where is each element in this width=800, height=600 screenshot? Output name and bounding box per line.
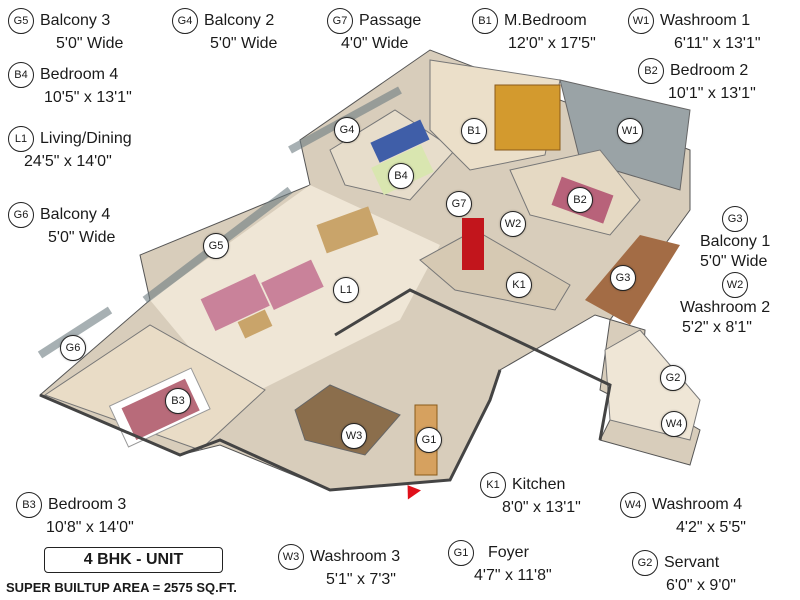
legend-name: Washroom 2: [680, 299, 771, 316]
marker-w3: W3: [341, 423, 367, 449]
legend-size: 8'0" x 13'1": [502, 499, 581, 516]
legend-name: Balcony 3: [40, 12, 111, 29]
marker-g2: G2: [660, 365, 686, 391]
legend-w2: W2 Washroom 2 5'2" x 8'1": [680, 272, 770, 338]
marker-w1: W1: [617, 118, 643, 144]
legend-name: Balcony 2: [204, 12, 275, 29]
badge-g7: G7: [327, 8, 353, 34]
legend-size: 10'8" x 14'0": [46, 519, 134, 536]
badge-k1: K1: [480, 472, 506, 498]
marker-b1: B1: [461, 118, 487, 144]
marker-g5: G5: [203, 233, 229, 259]
legend-name: Bedroom 4: [40, 66, 119, 83]
legend-name: Servant: [664, 554, 720, 571]
legend-size: 10'1" x 13'1": [668, 85, 756, 102]
marker-g4: G4: [334, 117, 360, 143]
marker-b2: B2: [567, 187, 593, 213]
legend-w3: W3 Washroom 3 5'1" x 7'3": [278, 544, 400, 590]
badge-b2: B2: [638, 58, 664, 84]
legend-size: 5'0" Wide: [210, 35, 278, 52]
sofa: [200, 273, 270, 331]
legend-size: 5'0" Wide: [48, 229, 116, 246]
badge-g5: G5: [8, 8, 34, 34]
marker-g1: G1: [416, 427, 442, 453]
legend-size: 5'1" x 7'3": [326, 571, 396, 588]
coffee-table: [237, 309, 273, 339]
legend-size: 24'5" x 14'0": [24, 153, 112, 170]
legend-name: Bedroom 2: [670, 62, 749, 79]
unit-type-label: 4 BHK - UNIT: [44, 547, 223, 573]
legend-name: Balcony 4: [40, 206, 111, 223]
marker-w4: W4: [661, 411, 687, 437]
legend-name: Living/Dining: [40, 130, 132, 147]
badge-g3: G3: [722, 206, 749, 232]
legend-g3: G3 Balcony 1 5'0" Wide: [700, 206, 770, 272]
badge-g4: G4: [172, 8, 198, 34]
legend-size: 5'0" Wide: [56, 35, 124, 52]
badge-g6: G6: [8, 202, 34, 228]
legend-size: 5'0" Wide: [700, 253, 768, 270]
legend-g2: G2 Servant 6'0" x 9'0": [632, 550, 736, 596]
legend-name: Washroom 4: [652, 496, 743, 513]
badge-g2: G2: [632, 550, 658, 576]
b4-wall: [370, 119, 430, 163]
badge-w2: W2: [722, 272, 749, 298]
badge-w1: W1: [628, 8, 654, 34]
legend-g6: G6 Balcony 4 5'0" Wide: [8, 202, 115, 248]
legend-name: Washroom 1: [660, 12, 751, 29]
legend-size: 4'2" x 5'5": [676, 519, 746, 536]
legend-b4: B4 Bedroom 4 10'5" x 13'1": [8, 62, 132, 108]
legend-g1: G1 Foyer 4'7" x 11'8": [448, 540, 552, 586]
legend-k1: K1 Kitchen 8'0" x 13'1": [480, 472, 581, 518]
badge-g1: G1: [448, 540, 474, 566]
legend-g7: G7 Passage 4'0" Wide: [327, 8, 421, 54]
marker-w2: W2: [500, 211, 526, 237]
legend-g5: G5 Balcony 3 5'0" Wide: [8, 8, 123, 54]
marker-k1: K1: [506, 272, 532, 298]
marker-g6: G6: [60, 335, 86, 361]
badge-b3: B3: [16, 492, 42, 518]
legend-b2: B2 Bedroom 2 10'1" x 13'1": [638, 58, 756, 104]
balcony-railing-g6: [37, 306, 113, 359]
legend-name: Washroom 3: [310, 548, 401, 565]
badge-l1: L1: [8, 126, 34, 152]
badge-b4: B4: [8, 62, 34, 88]
badge-w4: W4: [620, 492, 646, 518]
legend-name: M.Bedroom: [504, 12, 587, 29]
marker-l1: L1: [333, 277, 359, 303]
legend-size: 5'2" x 8'1": [682, 319, 752, 336]
legend-g4: G4 Balcony 2 5'0" Wide: [172, 8, 277, 54]
legend-w1: W1 Washroom 1 6'11" x 13'1": [628, 8, 761, 54]
legend-size: 4'0" Wide: [341, 35, 409, 52]
outer-wall: [39, 369, 502, 492]
legend-size: 4'7" x 11'8": [474, 567, 552, 584]
legend-name: Bedroom 3: [48, 496, 127, 513]
area-label: SUPER BUILTUP AREA = 2575 SQ.FT.: [6, 580, 237, 595]
legend-name: Balcony 1: [700, 233, 771, 250]
legend-w4: W4 Washroom 4 4'2" x 5'5": [620, 492, 746, 538]
legend-b3: B3 Bedroom 3 10'8" x 14'0": [16, 492, 134, 538]
washroom3-floor: [294, 384, 401, 456]
marker-g3: G3: [610, 265, 636, 291]
legend-l1: L1 Living/Dining 24'5" x 14'0": [8, 126, 132, 172]
wardrobe: [494, 84, 561, 151]
legend-name: Kitchen: [512, 476, 566, 493]
marker-b4: B4: [388, 163, 414, 189]
legend-size: 10'5" x 13'1": [44, 89, 132, 106]
badge-w3: W3: [278, 544, 304, 570]
dining-table: [316, 206, 379, 254]
sofa-2: [261, 259, 324, 311]
marker-g7: G7: [446, 191, 472, 217]
badge-b1: B1: [472, 8, 498, 34]
fridge: [462, 218, 484, 270]
legend-size: 12'0" x 17'5": [508, 35, 596, 52]
legend-size: 6'0" x 9'0": [666, 577, 736, 594]
marker-b3: B3: [165, 388, 191, 414]
legend-name: Passage: [359, 12, 422, 29]
inner-courtyard-wall: [334, 288, 612, 441]
legend-name: Foyer: [488, 544, 529, 561]
legend-b1: B1 M.Bedroom 12'0" x 17'5": [472, 8, 596, 54]
legend-size: 6'11" x 13'1": [674, 35, 761, 52]
